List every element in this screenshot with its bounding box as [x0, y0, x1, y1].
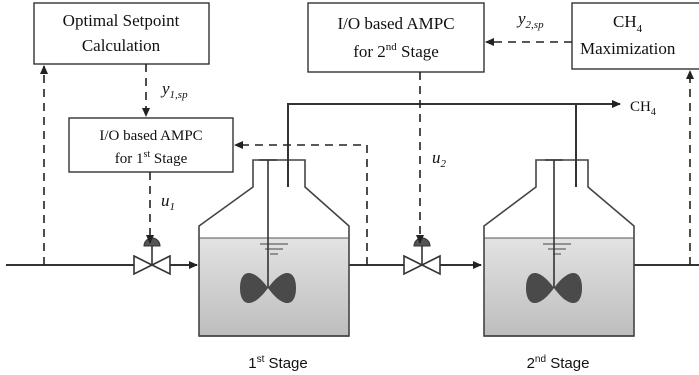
- ampc-stage2-box: I/O based AMPC for 2nd Stage: [307, 2, 485, 73]
- ampc-stage1-box: I/O based AMPC for 1st Stage: [68, 117, 234, 173]
- y1sp-label: y1,sp: [160, 79, 188, 101]
- u1-label: u1: [161, 191, 175, 213]
- optimal-setpoint-box: Optimal Setpoint Calculation: [33, 2, 210, 65]
- ch4max-line1: CH4: [613, 12, 643, 35]
- y2sp-label: y2,sp: [516, 9, 544, 31]
- reactor-tank-2: [483, 159, 635, 337]
- ampc2-line2: for 2nd Stage: [353, 41, 439, 61]
- ch4max-line2: Maximization: [580, 39, 676, 58]
- impeller-2-right: [554, 272, 582, 304]
- impeller-1-right: [268, 272, 296, 304]
- u2-label: u2: [432, 148, 447, 170]
- gas-outlet-lines: [287, 100, 621, 187]
- ampc1-line2: for 1st Stage: [115, 149, 188, 167]
- stage1-label: 1st Stage: [248, 354, 308, 372]
- setpoint-line2: Calculation: [82, 36, 161, 55]
- stage2-label: 2nd Stage: [527, 354, 590, 372]
- ch4-output-label: CH4: [630, 99, 656, 118]
- ampc2-line1: I/O based AMPC: [337, 14, 454, 33]
- impeller-1-left: [240, 272, 268, 304]
- signal-lines: [40, 38, 694, 265]
- valve-2: [403, 237, 441, 276]
- valve-1: [133, 237, 171, 276]
- impeller-2-left: [526, 272, 554, 304]
- ch4-maximization-box: CH4 Maximization: [571, 2, 699, 70]
- ampc1-line1: I/O based AMPC: [99, 128, 202, 144]
- reactor-tank-1: [198, 159, 350, 337]
- setpoint-line1: Optimal Setpoint: [63, 11, 180, 30]
